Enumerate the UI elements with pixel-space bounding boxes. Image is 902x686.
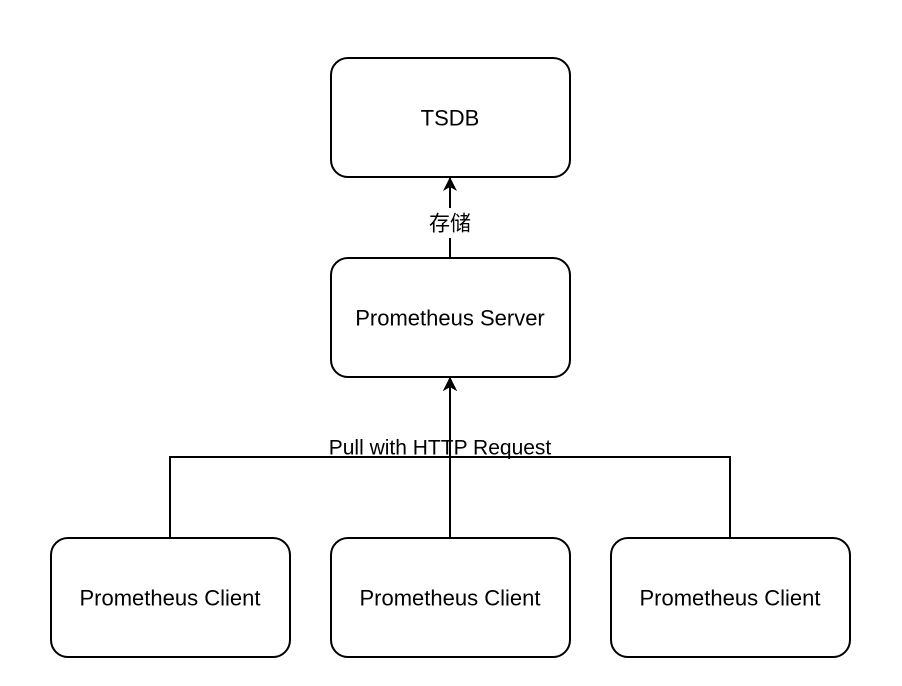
node-prometheus-client-right-box: [610, 537, 851, 658]
store-edge-label: 存储: [429, 213, 471, 236]
node-tsdb-box: [330, 57, 571, 178]
node-tsdb[interactable]: TSDB: [330, 57, 571, 178]
node-prometheus-client-right-label: Prometheus Client: [640, 586, 821, 611]
node-tsdb-label: TSDB: [421, 106, 480, 131]
node-prometheus-server[interactable]: Prometheus Server: [330, 257, 571, 378]
edge-labels: 存储 Pull with HTTP Request: [329, 208, 552, 460]
node-prometheus-server-label: Prometheus Server: [355, 306, 545, 331]
node-prometheus-client-left[interactable]: Prometheus Client: [50, 537, 291, 658]
node-prometheus-client-left-label: Prometheus Client: [80, 586, 261, 611]
edges: [169, 177, 731, 537]
node-prometheus-server-box: [330, 257, 571, 378]
pull-edge-label: Pull with HTTP Request: [329, 437, 552, 460]
node-prometheus-client-right[interactable]: Prometheus Client: [610, 537, 851, 658]
node-prometheus-client-middle-box: [330, 537, 571, 658]
node-prometheus-client-middle[interactable]: Prometheus Client: [330, 537, 571, 658]
node-prometheus-client-left-box: [50, 537, 291, 658]
node-prometheus-client-middle-label: Prometheus Client: [360, 586, 541, 611]
store-label-background: [426, 208, 474, 238]
